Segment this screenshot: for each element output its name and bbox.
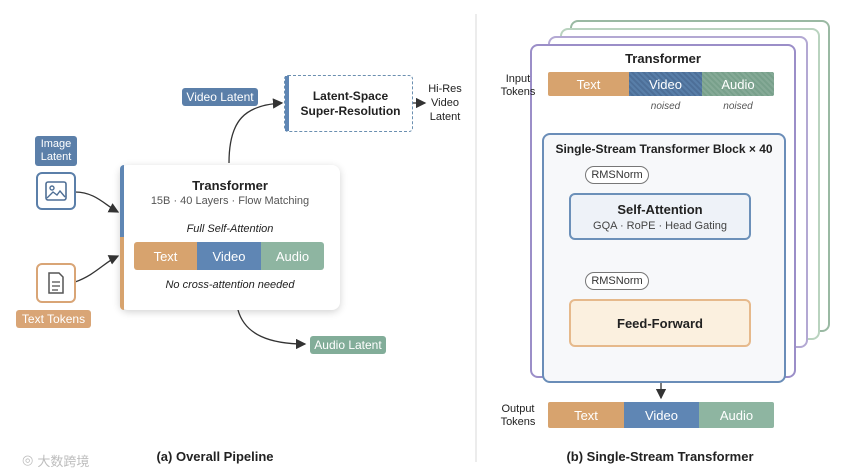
watermark-text: 大数跨境 bbox=[37, 453, 90, 469]
input-token-text: Text bbox=[548, 72, 629, 96]
input-token-audio: Audio bbox=[702, 72, 774, 96]
output-token-audio: Audio bbox=[699, 402, 774, 428]
image-latent-label: Image Latent bbox=[35, 136, 77, 166]
image-icon bbox=[45, 181, 67, 201]
output-token-video: Video bbox=[624, 402, 699, 428]
token-bar: Text Video Audio bbox=[134, 242, 324, 270]
super-resolution-box: Latent-Space Super-Resolution bbox=[284, 75, 413, 132]
rmsnorm-1: RMSNorm bbox=[585, 166, 649, 184]
self-attention-title: Self-Attention bbox=[617, 201, 703, 217]
image-to-transformer-arrow bbox=[74, 191, 120, 213]
image-latent-icon bbox=[36, 172, 76, 210]
attention-label: Full Self-Attention bbox=[186, 223, 274, 235]
output-token-bar: Text Video Audio bbox=[548, 402, 774, 428]
token-video: Video bbox=[197, 242, 261, 270]
text-tokens-icon bbox=[36, 263, 76, 303]
block-title: Single-Stream Transformer Block × 40 bbox=[555, 142, 773, 156]
transformer-to-sr-arrow bbox=[228, 98, 284, 164]
self-attention-box: Self-Attention GQA · RoPE · Head Gating bbox=[569, 193, 751, 240]
input-token-video: Video bbox=[629, 72, 702, 96]
sr-accent bbox=[285, 76, 289, 131]
transformer-title: Transformer bbox=[192, 177, 268, 193]
hires-label: Hi-Res Video Latent bbox=[428, 83, 462, 123]
input-tokens-label: Input Tokens bbox=[500, 73, 536, 98]
feed-forward-box: Feed-Forward bbox=[569, 299, 751, 347]
right-transformer-title: Transformer bbox=[625, 50, 701, 66]
video-noised-label: noised bbox=[650, 100, 681, 112]
watermark-logo-icon: ◎ bbox=[22, 452, 34, 467]
audio-latent-label: Audio Latent bbox=[310, 336, 386, 354]
card-accent-orange bbox=[120, 237, 124, 310]
output-tokens-label: Output Tokens bbox=[500, 403, 536, 428]
caption-a: (a) Overall Pipeline bbox=[156, 448, 274, 464]
output-token-text: Text bbox=[548, 402, 624, 428]
text-tokens-label: Text Tokens bbox=[16, 310, 91, 328]
token-text: Text bbox=[134, 242, 197, 270]
input-token-bar: Text Video Audio bbox=[548, 72, 774, 96]
caption-b: (b) Single-Stream Transformer bbox=[566, 448, 754, 464]
video-latent-label: Video Latent bbox=[182, 88, 258, 106]
self-attention-subtitle: GQA · RoPE · Head Gating bbox=[593, 219, 727, 232]
sr-title: Latent-Space Super-Resolution bbox=[300, 88, 401, 118]
document-icon bbox=[48, 272, 64, 294]
card-accent-blue bbox=[120, 165, 124, 237]
audio-noised-label: noised bbox=[723, 100, 753, 112]
transformer-subtitle: 15B · 40 Layers · Flow Matching bbox=[150, 195, 310, 207]
text-to-transformer-arrow bbox=[74, 255, 120, 283]
no-cross-attention-note: No cross-attention needed bbox=[165, 279, 295, 291]
transformer-to-audio-arrow bbox=[237, 309, 307, 350]
token-audio: Audio bbox=[261, 242, 324, 270]
rmsnorm-2: RMSNorm bbox=[585, 272, 649, 290]
transformer-card: Transformer 15B · 40 Layers · Flow Match… bbox=[120, 165, 340, 310]
watermark: ◎ 大数跨境 bbox=[22, 450, 132, 470]
